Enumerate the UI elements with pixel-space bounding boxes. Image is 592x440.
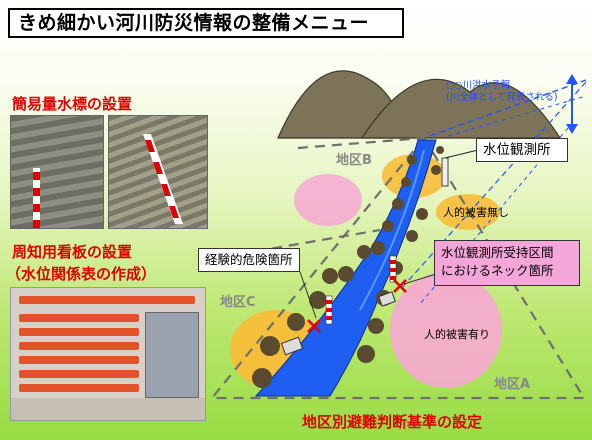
gauge-photo-1 — [10, 115, 104, 229]
district-boundary-c — [204, 228, 381, 262]
flood-level-line-dashed — [429, 79, 587, 137]
gauge-pole-2 — [389, 255, 397, 283]
damage-label: 人的被害有り — [424, 328, 490, 341]
district-c-label: 地区C — [220, 295, 256, 310]
gauge-heading: 簡易量水標の設置 — [12, 95, 133, 113]
flood-line-to-neck — [399, 81, 587, 291]
zone-orange-right — [436, 194, 500, 230]
signboard-2 — [378, 291, 396, 307]
district-a-label: 地区A — [494, 377, 531, 392]
board-heading-line2: （水位関係表の作成） — [6, 265, 157, 283]
flood-forecast-line1: ○○川洪水予報 — [446, 80, 511, 91]
danger-x-mark-1 — [307, 319, 321, 333]
district-b-label: 地区B — [336, 153, 372, 168]
danger-point-callout: 経験的危険箇所 — [198, 248, 300, 272]
signboard-1 — [280, 336, 304, 356]
no-damage-label: 人的被害無し — [443, 206, 509, 219]
signboard-photo — [10, 287, 206, 421]
page-title: きめ細かい河川防災情報の整備メニュー — [8, 8, 404, 38]
neck-box-line2: におけるネック箇所 — [441, 263, 554, 278]
river — [254, 139, 437, 397]
flood-forecast-line2: (川全体として発表される) — [446, 92, 558, 103]
flood-forecast-label: ○○川洪水予報 (川全体として発表される) — [446, 80, 558, 104]
water-station-callout: 水位観測所 — [476, 138, 568, 162]
district-boundary-b — [297, 136, 425, 150]
gauge-photo-2 — [108, 115, 208, 229]
water-station-post — [441, 157, 449, 187]
zone-pink-b — [294, 174, 362, 226]
danger-x-mark-2 — [393, 279, 407, 293]
gauge-pole-1 — [325, 295, 333, 325]
neck-box-line1: 水位観測所受持区間 — [441, 245, 554, 260]
board-heading-line1: 周知用看板の設置 — [12, 243, 133, 261]
zone-pink-a — [390, 272, 502, 388]
footer-heading: 地区別避難判断基準の設定 — [302, 413, 483, 431]
neck-point-box: 水位観測所受持区間 におけるネック箇所 — [434, 240, 580, 286]
mountain-right — [360, 78, 562, 139]
